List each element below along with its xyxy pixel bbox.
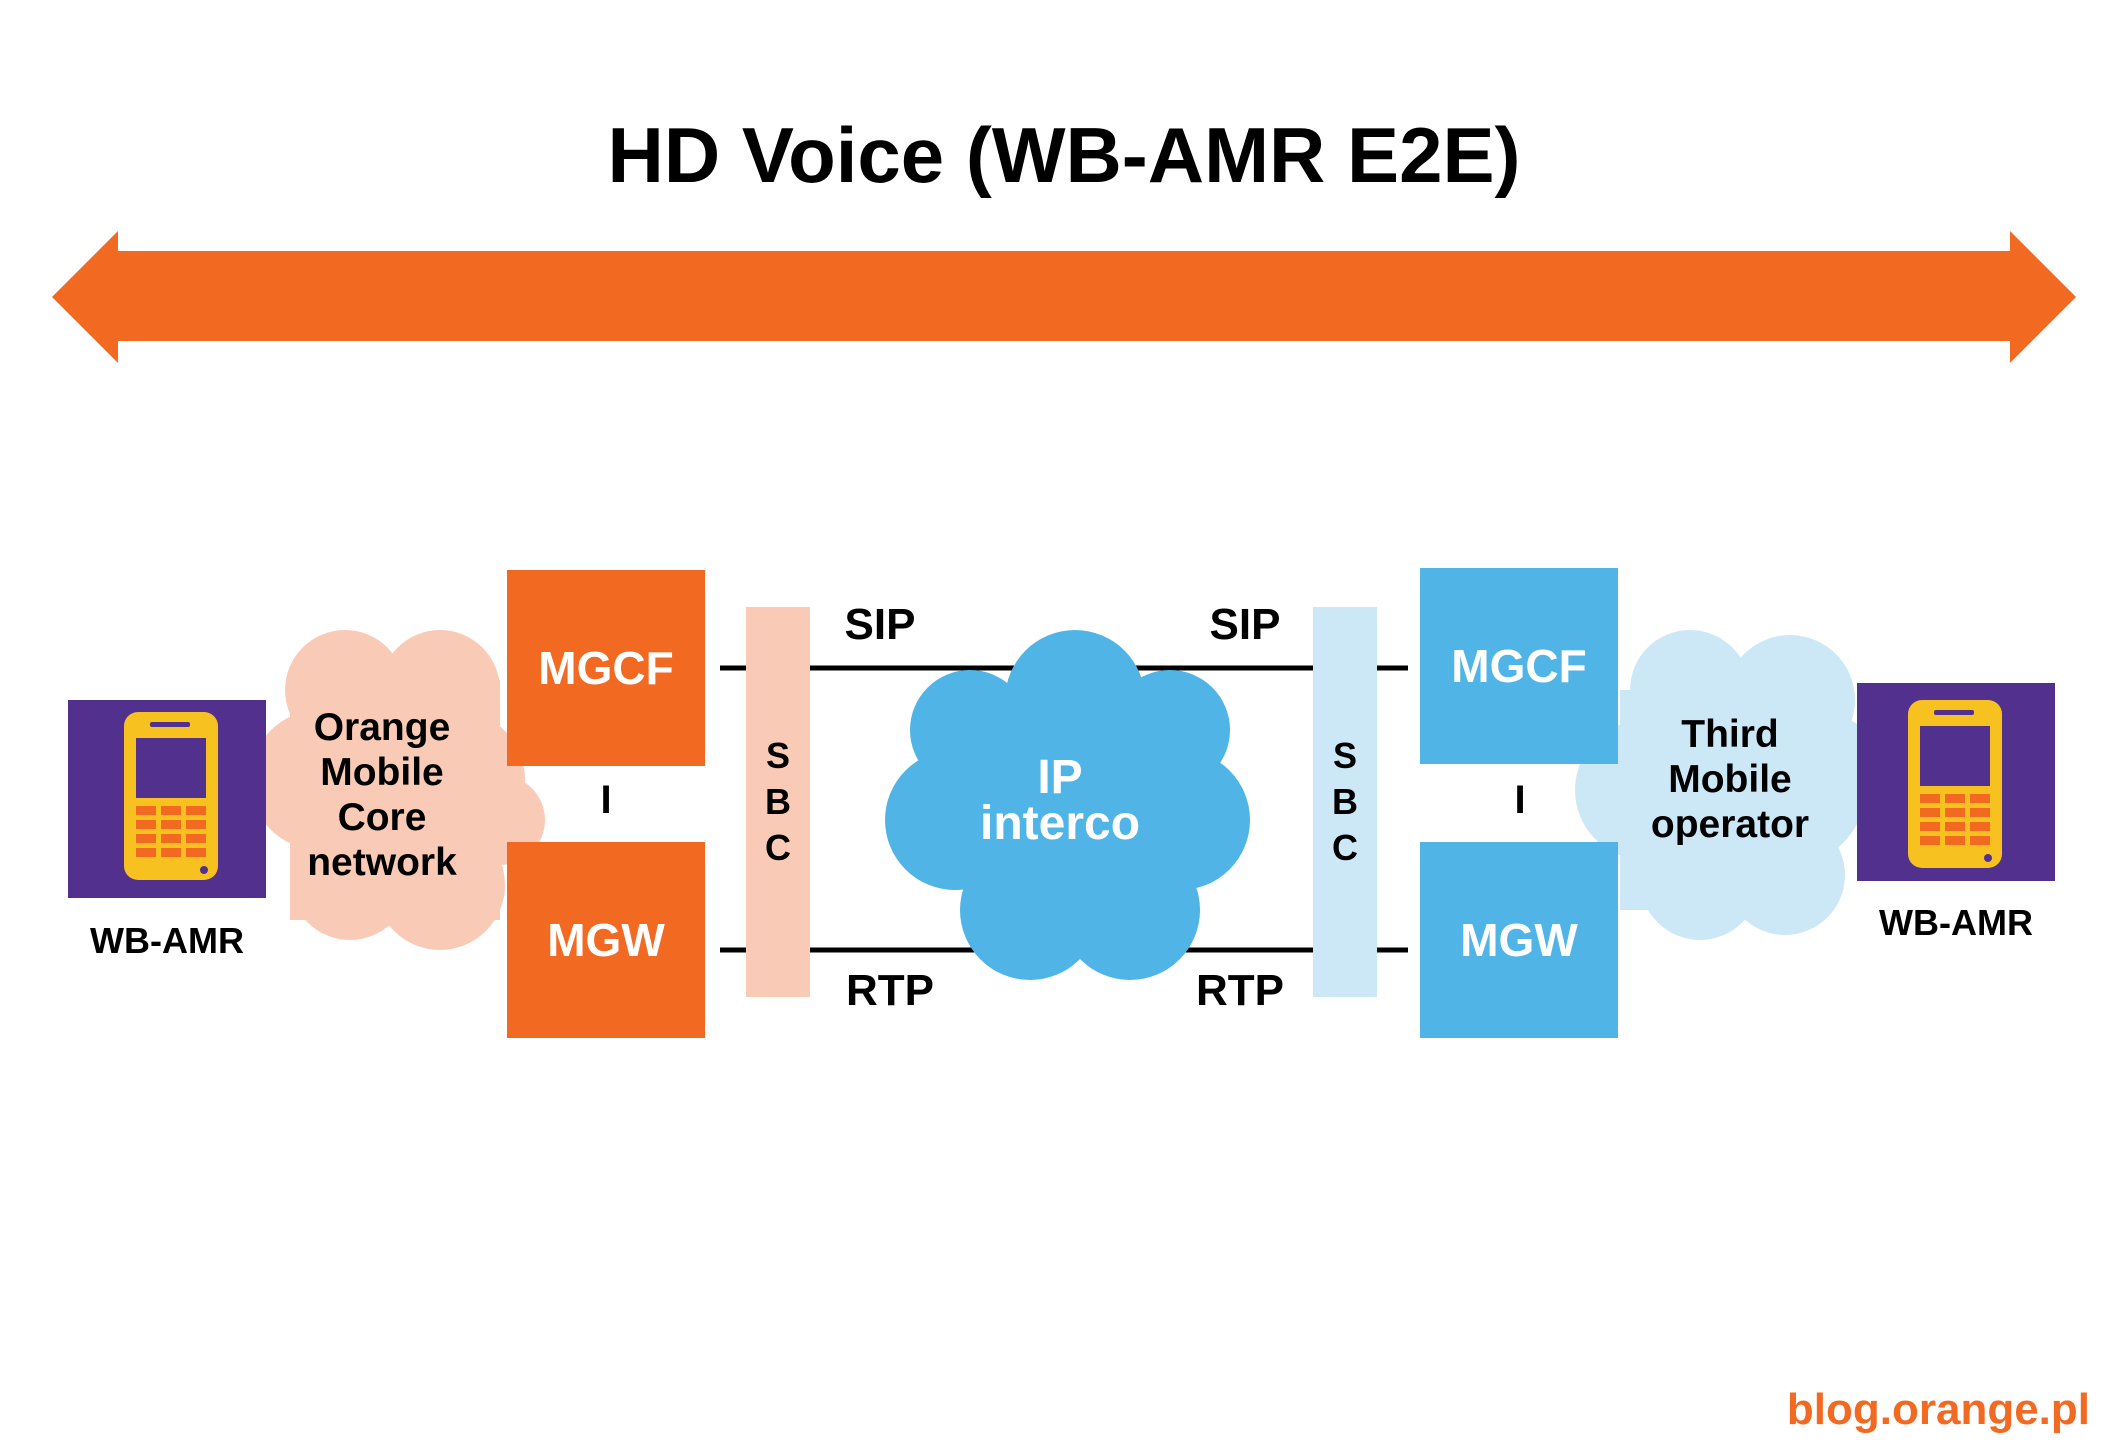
left-mgcf-label: MGCF: [538, 642, 674, 694]
sip-left-label: SIP: [844, 600, 916, 649]
cloud-line: Core: [337, 796, 427, 839]
right-mgcf-label: MGCF: [1451, 640, 1587, 692]
cloud-line: Orange: [313, 706, 451, 749]
sbc-letter: C: [1332, 827, 1358, 868]
cloud-line: network: [307, 841, 457, 884]
ip-interco-label: IP interco: [960, 751, 1160, 850]
footer-url[interactable]: blog.orange.pl: [1786, 1385, 2090, 1434]
right-device-label: WB-AMR: [1879, 902, 2033, 943]
orange-core-cloud: [250, 630, 545, 950]
sbc-letter: S: [765, 735, 790, 776]
left-phone-icon: [68, 700, 266, 898]
ip-interco-cloud: [885, 630, 1250, 980]
left-device-label: WB-AMR: [90, 920, 244, 961]
cloud-line: operator: [1650, 803, 1810, 846]
cloud-line: Mobile: [320, 751, 444, 794]
sip-right-label: SIP: [1209, 600, 1281, 649]
left-mgw-label: MGW: [547, 914, 665, 966]
right-mgcf-box: [1420, 568, 1618, 764]
right-separator: I: [1514, 778, 1526, 822]
left-mgw-box: [507, 842, 705, 1038]
right-mgw-label: MGW: [1460, 914, 1578, 966]
third-operator-cloud-label: Third Mobile operator: [1630, 712, 1830, 847]
orange-core-cloud-label: Orange Mobile Core network: [282, 705, 482, 885]
end-to-end-double-arrow: [52, 231, 2076, 363]
cloud-line: Mobile: [1668, 758, 1792, 801]
ip-line: IP: [1037, 751, 1083, 804]
right-mgw-box: [1420, 842, 1618, 1038]
left-sbc-label: S B C: [746, 607, 810, 997]
left-mgcf-box: [507, 570, 705, 766]
right-sbc-bar: [1313, 607, 1377, 997]
sbc-letter: C: [765, 827, 791, 868]
rtp-right-label: RTP: [1196, 966, 1284, 1015]
right-sbc-label: S B C: [1313, 607, 1377, 997]
left-sbc-bar: [746, 607, 810, 997]
sbc-letter: S: [1332, 735, 1357, 776]
rtp-left-label: RTP: [846, 966, 934, 1015]
sbc-letter: B: [765, 781, 791, 822]
ip-line: interco: [979, 797, 1141, 850]
left-separator: I: [600, 778, 612, 822]
sbc-letter: B: [1332, 781, 1358, 822]
right-phone-icon: [1857, 683, 2055, 881]
third-operator-cloud: [1575, 630, 1875, 940]
cloud-line: Third: [1681, 713, 1779, 756]
diagram-title: HD Voice (WB-AMR E2E): [607, 111, 1521, 199]
